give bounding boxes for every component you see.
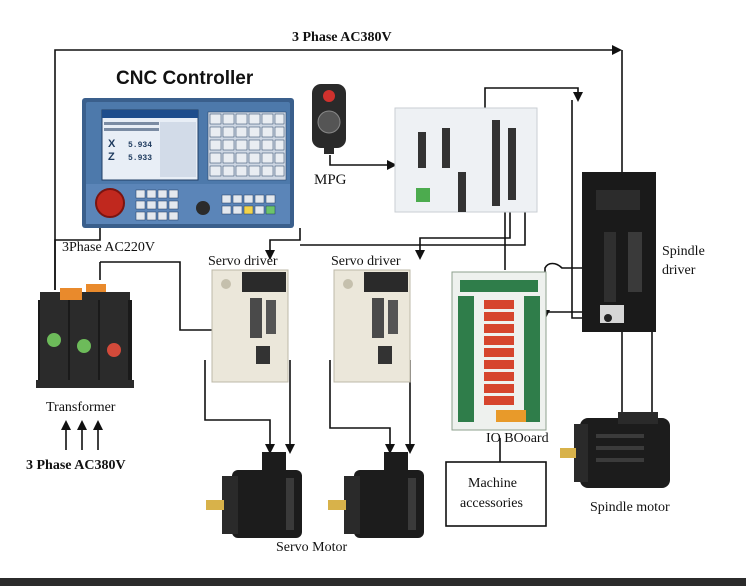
machine-accessories-box bbox=[445, 461, 547, 527]
label-machine-accessories-1: Machine bbox=[468, 476, 517, 491]
control-buttons bbox=[135, 189, 276, 221]
spindle-motor bbox=[560, 412, 670, 488]
screen-z-value: 5.933 bbox=[128, 154, 152, 163]
label-machine-accessories-2: accessories bbox=[460, 496, 523, 511]
label-mpg: MPG bbox=[314, 172, 347, 188]
wire-top-380v bbox=[54, 45, 622, 290]
servo-driver-1 bbox=[211, 269, 289, 383]
label-servo-motor: Servo Motor bbox=[276, 540, 348, 555]
emergency-stop-button bbox=[95, 188, 125, 218]
servo-motor-1 bbox=[206, 452, 302, 538]
spindle-driver bbox=[582, 172, 656, 332]
wire-servo1-to-motor-a bbox=[204, 360, 275, 454]
label-spindle-motor: Spindle motor bbox=[590, 500, 670, 515]
screen-x-value: 5.934 bbox=[128, 141, 152, 150]
mpg-handwheel bbox=[312, 84, 346, 154]
wire-220v-to-drivers bbox=[100, 261, 212, 331]
wire-cnc-to-servo-1 bbox=[265, 228, 301, 260]
screen-x-axis: X bbox=[108, 138, 116, 150]
wire-io-to-servo-1-long bbox=[300, 212, 526, 246]
interface-board bbox=[394, 107, 538, 213]
keypad bbox=[207, 111, 287, 181]
label-spindle-driver-1: Spindle bbox=[662, 244, 705, 259]
label-servo-driver-1: Servo driver bbox=[208, 254, 278, 269]
wire-io-to-servo-2 bbox=[415, 212, 511, 260]
transformer bbox=[36, 284, 134, 388]
feed-override-knob bbox=[196, 201, 210, 215]
screen-z-axis: Z bbox=[108, 151, 115, 163]
wire-spindle-driver-to-io bbox=[540, 262, 620, 320]
label-top-power: 3 Phase AC380V bbox=[292, 30, 392, 45]
servo-motor-2 bbox=[328, 452, 424, 538]
label-ac220: 3Phase AC220V bbox=[62, 240, 155, 255]
label-bottom-power: 3 Phase AC380V bbox=[26, 458, 126, 473]
wire-transformer-to-cnc bbox=[54, 225, 101, 290]
wire-servo2-to-motor-a bbox=[329, 360, 395, 454]
label-cnc-controller: CNC Controller bbox=[116, 68, 254, 89]
label-io-board: IO BOoard bbox=[486, 431, 549, 446]
wire-mpg-to-board bbox=[329, 155, 397, 170]
label-servo-driver-2: Servo driver bbox=[331, 254, 401, 269]
servo-driver-2 bbox=[333, 269, 411, 383]
label-transformer: Transformer bbox=[46, 400, 116, 415]
label-spindle-driver-2: driver bbox=[662, 263, 696, 278]
cnc-controller bbox=[82, 98, 294, 228]
bottom-bar bbox=[0, 578, 746, 586]
io-board bbox=[451, 271, 547, 431]
